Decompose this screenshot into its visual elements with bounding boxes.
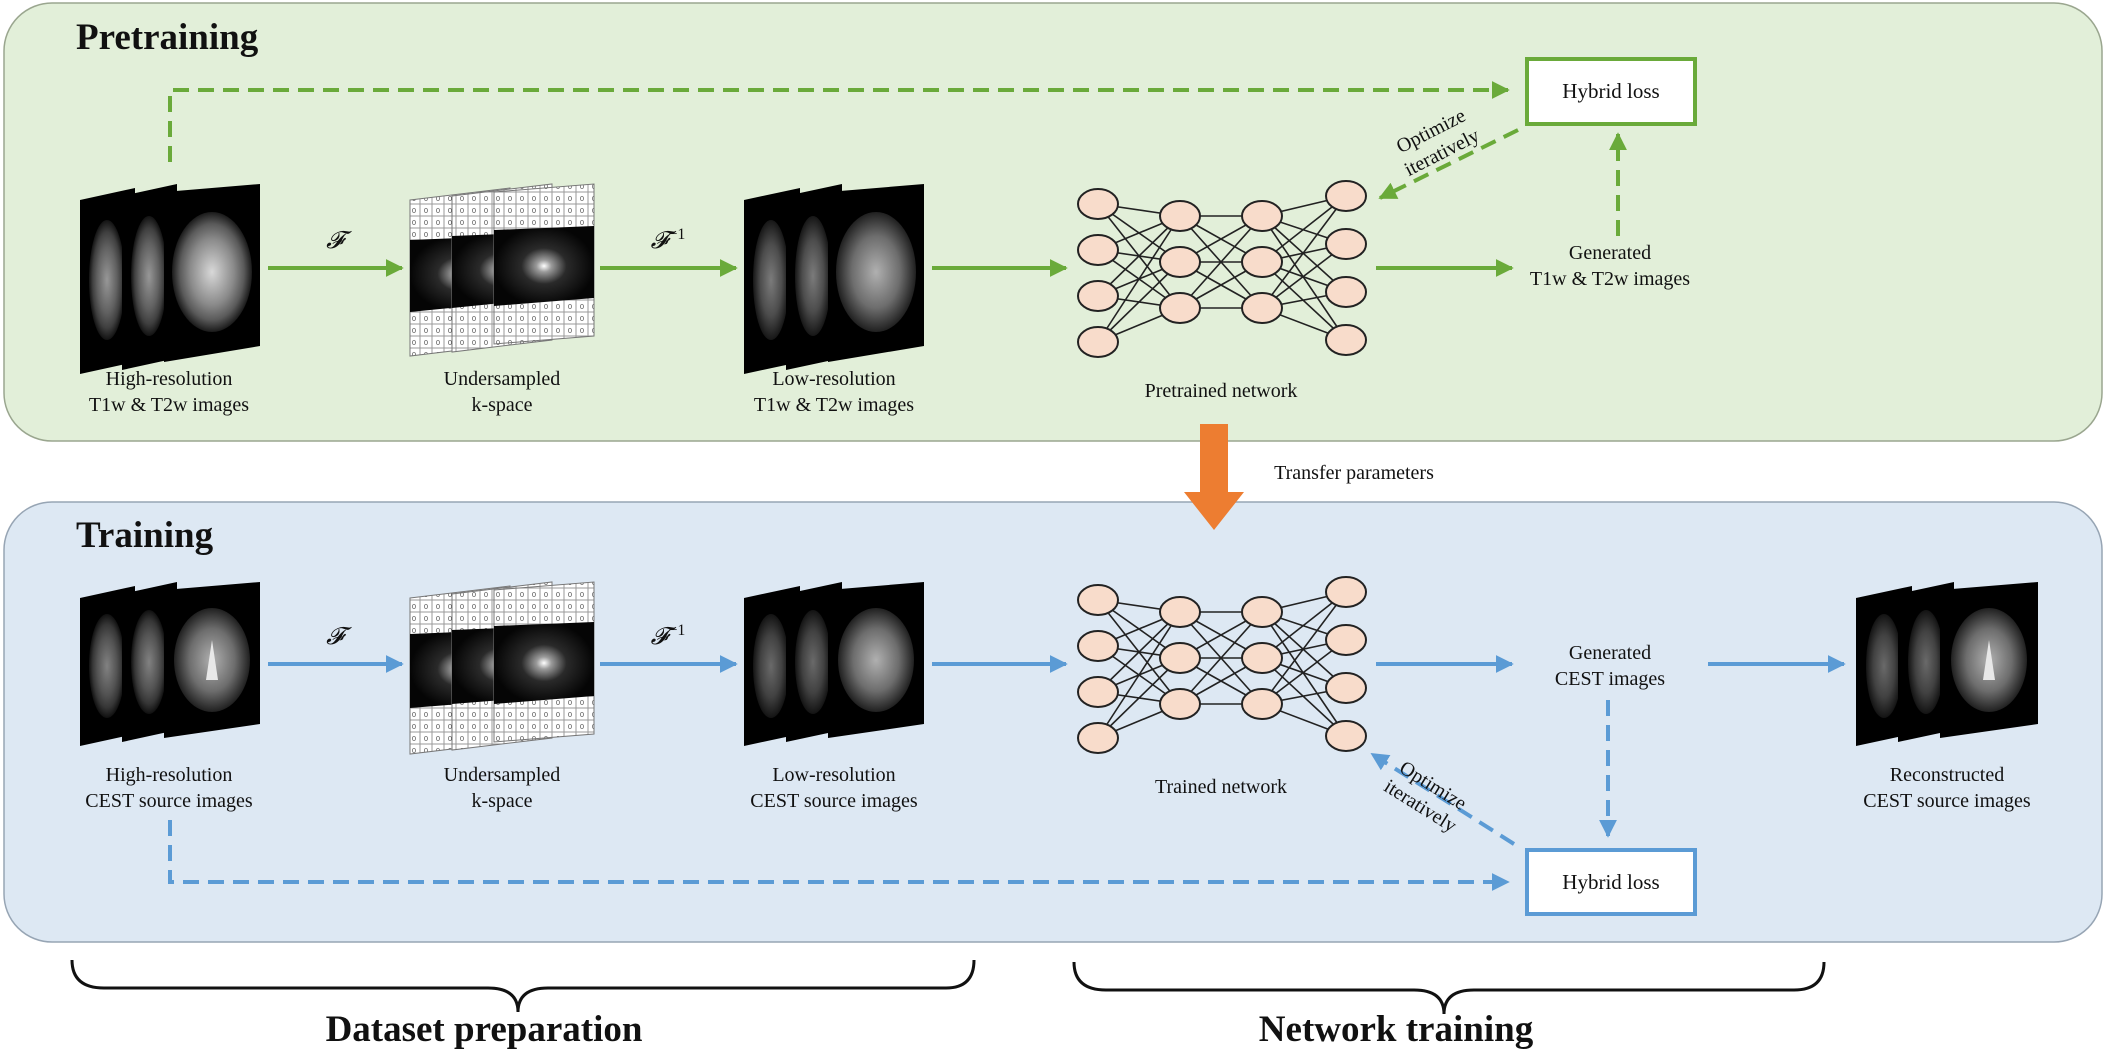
network-node	[1159, 246, 1201, 278]
network-node	[1325, 720, 1367, 752]
network-edge	[1261, 215, 1347, 293]
network-node	[1325, 672, 1367, 704]
train-lr-image-stack	[744, 582, 924, 746]
pretrain-fourier-symbol: 𝓕	[326, 228, 344, 254]
pretrain-kspace-stack	[409, 183, 595, 357]
network-node	[1077, 280, 1119, 312]
network-node	[1159, 688, 1201, 720]
train-dashed-optimize	[1370, 752, 1516, 846]
train-fourier-symbol: 𝓕	[326, 624, 344, 650]
network-edge	[1179, 215, 1263, 309]
network-edge	[1261, 591, 1347, 705]
transfer-arrow	[1184, 424, 1244, 530]
network-node	[1325, 624, 1367, 656]
training-title: Training	[76, 515, 214, 556]
network-node	[1159, 292, 1201, 324]
train-hybrid-loss-text: Hybrid loss	[1562, 869, 1660, 894]
network-edge	[1097, 611, 1181, 739]
network-node	[1077, 630, 1119, 662]
train-hr-image-stack	[80, 582, 260, 746]
train-network-label: Trained network	[1154, 776, 1288, 798]
network-edge	[1179, 611, 1263, 705]
network-node	[1077, 584, 1119, 616]
network-node	[1241, 246, 1283, 278]
brace-dataset-preparation	[70, 959, 976, 1013]
pretrain-network-label: Pretrained network	[1144, 380, 1298, 402]
network-node	[1241, 292, 1283, 324]
train-hybrid-loss-box	[1525, 848, 1697, 916]
train-dashed-to-loss	[168, 820, 1510, 891]
training-panel	[3, 501, 2103, 943]
dataset-preparation-label: Dataset preparation	[325, 1009, 643, 1050]
network-node	[1325, 228, 1367, 260]
network-node	[1159, 642, 1201, 674]
network-edge	[1097, 215, 1181, 343]
network-node	[1325, 180, 1367, 212]
network-node	[1159, 200, 1201, 232]
pretraining-panel	[3, 2, 2103, 442]
network-edge	[1261, 657, 1347, 737]
network-edge	[1261, 215, 1347, 341]
network-node	[1325, 324, 1367, 356]
network-node	[1077, 188, 1119, 220]
pretrained-network-icon	[1077, 180, 1367, 358]
network-edge	[1261, 611, 1347, 737]
train-inverse-fourier-symbol: 𝓕−1	[650, 622, 686, 650]
network-node	[1325, 276, 1367, 308]
train-kspace-stack	[409, 581, 595, 755]
network-edge	[1261, 261, 1347, 341]
network-edge	[1261, 195, 1347, 309]
network-node	[1077, 676, 1119, 708]
pretrain-hr-image-stack	[80, 184, 260, 374]
network-edge	[1097, 261, 1181, 343]
network-node	[1241, 642, 1283, 674]
pretrain-hybrid-loss-box	[1525, 57, 1697, 126]
pretrain-inverse-fourier-symbol: 𝓕−1	[650, 226, 686, 254]
network-node	[1159, 596, 1201, 628]
pretrain-lr-image-stack	[744, 184, 924, 374]
brace-network-training	[1072, 961, 1826, 1015]
network-edge	[1097, 657, 1181, 739]
network-node	[1077, 326, 1119, 358]
network-node	[1241, 688, 1283, 720]
network-edge	[1261, 611, 1347, 689]
pretrain-dashed-to-loss	[168, 81, 1510, 162]
trained-network-icon	[1077, 576, 1367, 754]
transfer-parameters-label: Transfer parameters	[1274, 462, 1434, 484]
pretraining-title: Pretraining	[76, 17, 259, 58]
network-training-label: Network training	[1258, 1009, 1534, 1050]
network-node	[1077, 722, 1119, 754]
pretrain-dashed-optimize	[1378, 128, 1519, 200]
network-node	[1077, 234, 1119, 266]
pretrain-hybrid-loss-text: Hybrid loss	[1562, 79, 1660, 103]
network-edge	[1097, 611, 1181, 693]
network-node	[1325, 576, 1367, 608]
network-edge	[1097, 215, 1181, 297]
network-node	[1241, 596, 1283, 628]
network-node	[1241, 200, 1283, 232]
train-output-image-stack	[1856, 582, 2038, 746]
